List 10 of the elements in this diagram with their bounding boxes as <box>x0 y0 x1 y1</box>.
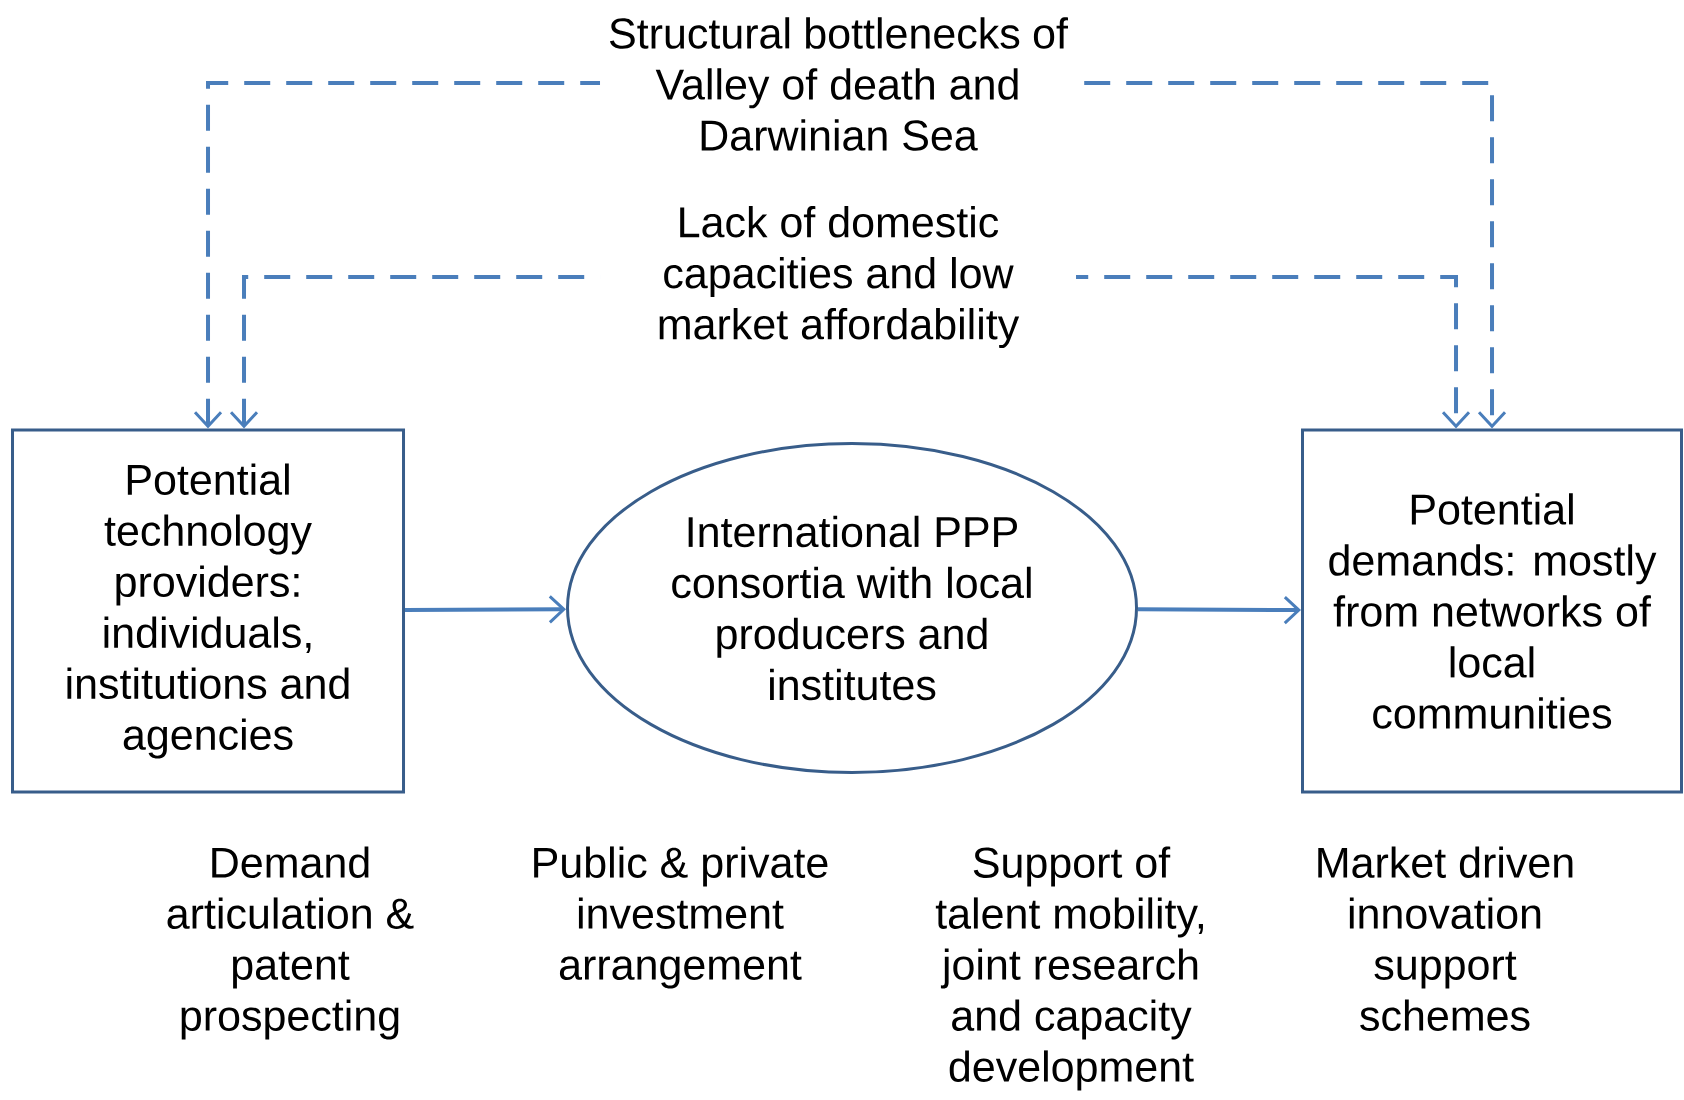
edge-label: Structural bottlenecks of Valley of death and Darwinian Sea <box>600 9 1076 159</box>
note-text: Demand articulation & patent prospecting <box>167 846 414 1040</box>
arrow <box>405 595 567 624</box>
arrow <box>1138 595 1301 625</box>
edge-label: Lack of domestic capacities and low market affordability <box>600 197 1076 357</box>
note-text: Public & private investment arrangement <box>534 846 828 989</box>
process-box: Potential demands: mostly from networks of local communities <box>1301 428 1683 794</box>
process-box: Potential technology providers: individuals, institutions and agencies <box>11 428 405 794</box>
note-text: Market driven innovation support schemes <box>1318 846 1573 1031</box>
note-text: Support of talent mobility, joint research and capacity development <box>935 846 1203 1091</box>
